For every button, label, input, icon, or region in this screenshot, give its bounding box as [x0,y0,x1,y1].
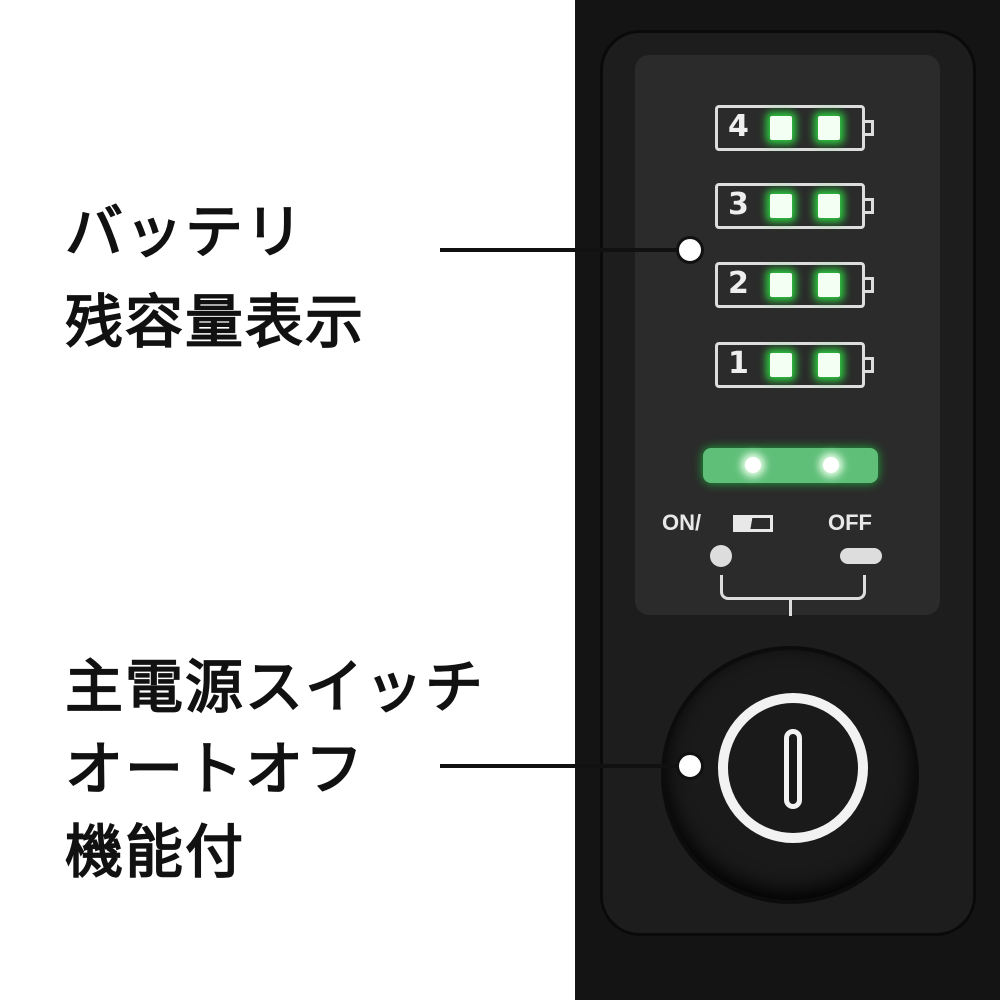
switch-callout-line2: オートオフ [65,735,366,803]
power-icon-stem [784,729,802,809]
status-led [823,457,839,473]
status-light-bar [703,448,878,483]
bracket-stem [789,598,792,616]
led [818,194,840,218]
bracket-line [720,575,866,600]
battery-level-number: 4 [728,109,749,144]
switch-callout-line3: 機能付 [65,818,246,886]
led [818,116,840,140]
on-indicator-dot [710,545,732,567]
battery-level-number: 3 [728,187,749,222]
off-label: OFF [828,510,872,535]
led [770,116,792,140]
battery-level-2: 2 [715,262,874,308]
battery-tip [865,277,874,293]
battery-level-4: 4 [715,105,874,151]
battery-tip [865,357,874,373]
led [818,273,840,297]
battery-tip [865,120,874,136]
battery-level-number: 1 [728,346,749,381]
battery-callout-line1: バッテリ [65,198,306,266]
battery-callout-line2: 残容量表示 [65,288,366,356]
led [770,194,792,218]
callout-pin-battery [676,236,704,264]
battery-level-3: 3 [715,183,874,229]
callout-pin-switch [676,752,704,780]
callout-line-battery [440,248,690,252]
off-indicator-dash [840,548,882,564]
battery-tip [865,198,874,214]
led [770,273,792,297]
on-label: ON/ [662,510,702,535]
battery-icon [733,515,773,532]
callout-line-switch [440,764,690,768]
led [818,353,840,377]
battery-level-1: 1 [715,342,874,388]
switch-callout-line1: 主電源スイッチ [65,653,486,721]
power-icon [718,693,868,843]
led [770,353,792,377]
battery-level-number: 2 [728,266,749,301]
status-led [745,457,761,473]
